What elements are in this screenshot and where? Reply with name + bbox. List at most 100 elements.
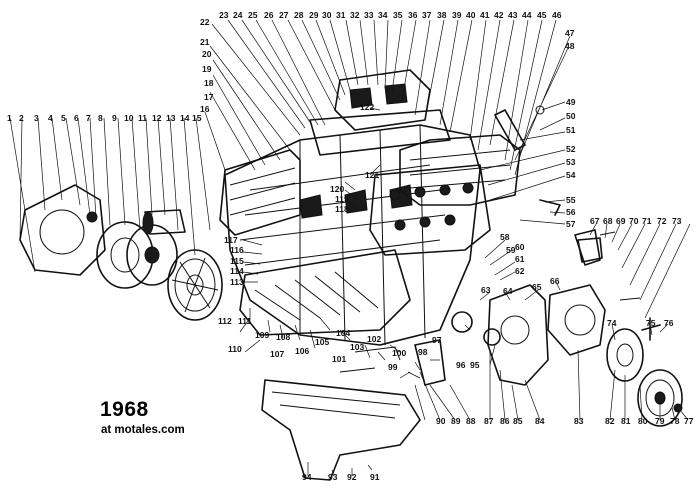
callout-116: 116 — [230, 245, 244, 255]
callout-102: 102 — [367, 334, 381, 344]
callout-81: 81 — [621, 416, 631, 426]
callout-78: 78 — [670, 416, 680, 426]
callout-44: 44 — [522, 10, 532, 20]
callout-15: 15 — [192, 113, 202, 123]
callout-29: 29 — [309, 10, 319, 20]
callout-57: 57 — [566, 219, 576, 229]
callout-10: 10 — [124, 113, 134, 123]
callout-49: 49 — [566, 97, 576, 107]
callout-41: 41 — [480, 10, 490, 20]
callout-121: 121 — [365, 170, 379, 180]
callout-71: 71 — [642, 216, 652, 226]
starter-motor — [142, 209, 186, 235]
callout-105: 105 — [315, 337, 329, 347]
callout-3: 3 — [34, 113, 39, 123]
callout-21: 21 — [200, 37, 210, 47]
callout-118: 118 — [335, 204, 349, 214]
callout-54: 54 — [566, 170, 576, 180]
callout-101: 101 — [332, 354, 346, 364]
callout-33: 33 — [364, 10, 374, 20]
callout-14: 14 — [180, 113, 190, 123]
callout-24: 24 — [233, 10, 243, 20]
callout-91: 91 — [370, 472, 380, 482]
clutch-assembly — [96, 221, 178, 289]
callout-46: 46 — [552, 10, 562, 20]
callout-107: 107 — [270, 349, 284, 359]
callout-67: 67 — [590, 216, 600, 226]
callout-104: 104 — [336, 328, 350, 338]
leader-lines — [9, 19, 691, 477]
callout-45: 45 — [537, 10, 547, 20]
callout-20: 20 — [202, 49, 212, 59]
flywheel — [167, 249, 223, 321]
callout-30: 30 — [322, 10, 332, 20]
distributor — [494, 105, 561, 216]
callout-43: 43 — [508, 10, 518, 20]
pulley — [637, 369, 683, 427]
callout-63: 63 — [481, 285, 491, 295]
callout-8: 8 — [98, 113, 103, 123]
callout-59: 59 — [506, 245, 516, 255]
bellhousing — [19, 184, 106, 276]
callout-34: 34 — [378, 10, 388, 20]
callout-82: 82 — [605, 416, 615, 426]
cylinder-head — [369, 164, 491, 256]
callout-51: 51 — [566, 125, 576, 135]
callout-114: 114 — [230, 266, 244, 276]
callout-36: 36 — [408, 10, 418, 20]
callout-23: 23 — [219, 10, 229, 20]
callout-26: 26 — [264, 10, 274, 20]
callout-53: 53 — [566, 157, 576, 167]
callout-85: 85 — [513, 416, 523, 426]
callout-117: 117 — [224, 235, 238, 245]
callout-50: 50 — [566, 111, 576, 121]
callout-27: 27 — [279, 10, 289, 20]
callout-40: 40 — [466, 10, 476, 20]
callout-112: 112 — [218, 316, 232, 326]
callout-76: 76 — [664, 318, 674, 328]
callout-89: 89 — [451, 416, 461, 426]
callout-110: 110 — [228, 344, 242, 354]
callout-100: 100 — [392, 348, 406, 358]
callout-95: 95 — [470, 360, 480, 370]
callout-99: 99 — [388, 362, 398, 372]
callout-6: 6 — [74, 113, 79, 123]
callout-13: 13 — [166, 113, 176, 123]
callout-64: 64 — [503, 286, 513, 296]
callout-11: 11 — [138, 113, 147, 123]
oil-pan — [261, 379, 421, 481]
callout-68: 68 — [603, 216, 613, 226]
callout-2: 2 — [19, 113, 24, 123]
callout-75: 75 — [646, 318, 656, 328]
callout-60: 60 — [515, 242, 525, 252]
callout-31: 31 — [336, 10, 346, 20]
callout-97: 97 — [432, 335, 442, 345]
callout-28: 28 — [294, 10, 304, 20]
callout-58: 58 — [500, 232, 510, 242]
callout-92: 92 — [347, 472, 357, 482]
diagram-year: 1968 — [100, 398, 149, 421]
callout-25: 25 — [248, 10, 258, 20]
callout-18: 18 — [204, 78, 214, 88]
callout-48: 48 — [565, 41, 575, 51]
callout-113: 113 — [230, 277, 244, 287]
callout-42: 42 — [494, 10, 504, 20]
callout-69: 69 — [616, 216, 626, 226]
callout-35: 35 — [393, 10, 403, 20]
callout-5: 5 — [61, 113, 66, 123]
callout-56: 56 — [566, 207, 576, 217]
harmonic-balancer — [606, 328, 644, 382]
callout-52: 52 — [566, 144, 576, 154]
callout-119: 119 — [335, 194, 349, 204]
callout-80: 80 — [638, 416, 648, 426]
callout-94: 94 — [302, 472, 312, 482]
callout-19: 19 — [202, 64, 212, 74]
callout-1: 1 — [7, 113, 12, 123]
exhaust-manifold — [239, 249, 411, 336]
callout-65: 65 — [532, 282, 542, 292]
callout-38: 38 — [437, 10, 447, 20]
callout-120: 120 — [330, 184, 344, 194]
callout-39: 39 — [452, 10, 462, 20]
timing-cover — [487, 284, 606, 386]
